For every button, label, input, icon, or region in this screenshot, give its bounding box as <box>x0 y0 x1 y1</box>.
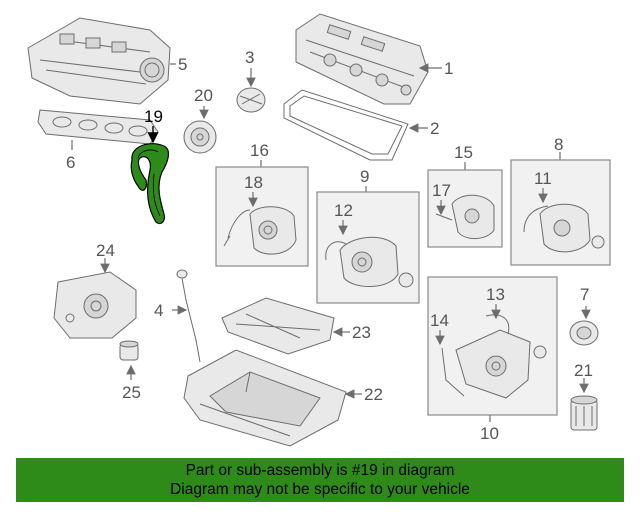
timing-cover-part-11[interactable] <box>523 203 605 253</box>
oil-pump-part[interactable] <box>53 271 137 339</box>
callout-16: 16 <box>250 141 269 160</box>
callout-20: 20 <box>194 86 213 105</box>
timing-cover-part-18[interactable] <box>223 206 297 255</box>
callout-23: 23 <box>352 323 371 342</box>
callout-12: 12 <box>334 201 353 220</box>
callout-6: 6 <box>66 153 75 172</box>
timing-pulley-part[interactable] <box>183 120 217 154</box>
callout-11: 11 <box>534 169 552 188</box>
parts-diagram: 5 6 19 3 20 1 <box>27 13 611 447</box>
callout-4: 4 <box>154 301 163 320</box>
callout-19: 19 <box>144 107 163 126</box>
oil-filter-part[interactable] <box>570 395 598 431</box>
callout-14: 14 <box>430 311 449 330</box>
callout-10: 10 <box>480 424 499 443</box>
timing-cover-part-17[interactable] <box>435 194 495 239</box>
callout-24: 24 <box>96 241 115 260</box>
highlight-banner: Part or sub-assembly is #19 in diagram D… <box>16 458 624 502</box>
callout-7: 7 <box>580 285 589 304</box>
callout-15: 15 <box>454 143 473 162</box>
valve-cover-part[interactable] <box>295 13 429 105</box>
callout-22: 22 <box>364 385 383 404</box>
callout-21: 21 <box>574 361 593 380</box>
callout-9: 9 <box>360 167 369 186</box>
baffle-plate-part[interactable] <box>221 297 335 355</box>
banner-line-1: Part or sub-assembly is #19 in diagram <box>185 462 455 479</box>
timing-cover-lower-part[interactable] <box>441 314 547 399</box>
fitting-part[interactable] <box>119 340 139 361</box>
oil-pan-part[interactable] <box>183 349 347 447</box>
callout-13: 13 <box>486 285 505 304</box>
timing-belt-part-highlighted[interactable] <box>130 143 170 225</box>
callout-17: 17 <box>432 181 451 200</box>
callout-1: 1 <box>444 59 453 78</box>
oil-seal-part[interactable] <box>569 320 599 346</box>
dipstick-part[interactable] <box>176 269 201 363</box>
valve-cover-gasket-part[interactable] <box>283 89 409 161</box>
oil-cap-part[interactable] <box>236 87 266 113</box>
callout-8: 8 <box>554 135 563 154</box>
banner-line-2: Diagram may not be specific to your vehi… <box>170 481 470 498</box>
callout-5: 5 <box>178 55 187 74</box>
intake-manifold-part[interactable] <box>27 17 171 105</box>
callout-18: 18 <box>244 173 263 192</box>
callout-25: 25 <box>122 383 141 402</box>
callout-2: 2 <box>430 119 439 138</box>
intake-gasket-part[interactable] <box>37 109 159 145</box>
callout-3: 3 <box>245 48 254 67</box>
timing-cover-part-12[interactable] <box>325 236 414 288</box>
